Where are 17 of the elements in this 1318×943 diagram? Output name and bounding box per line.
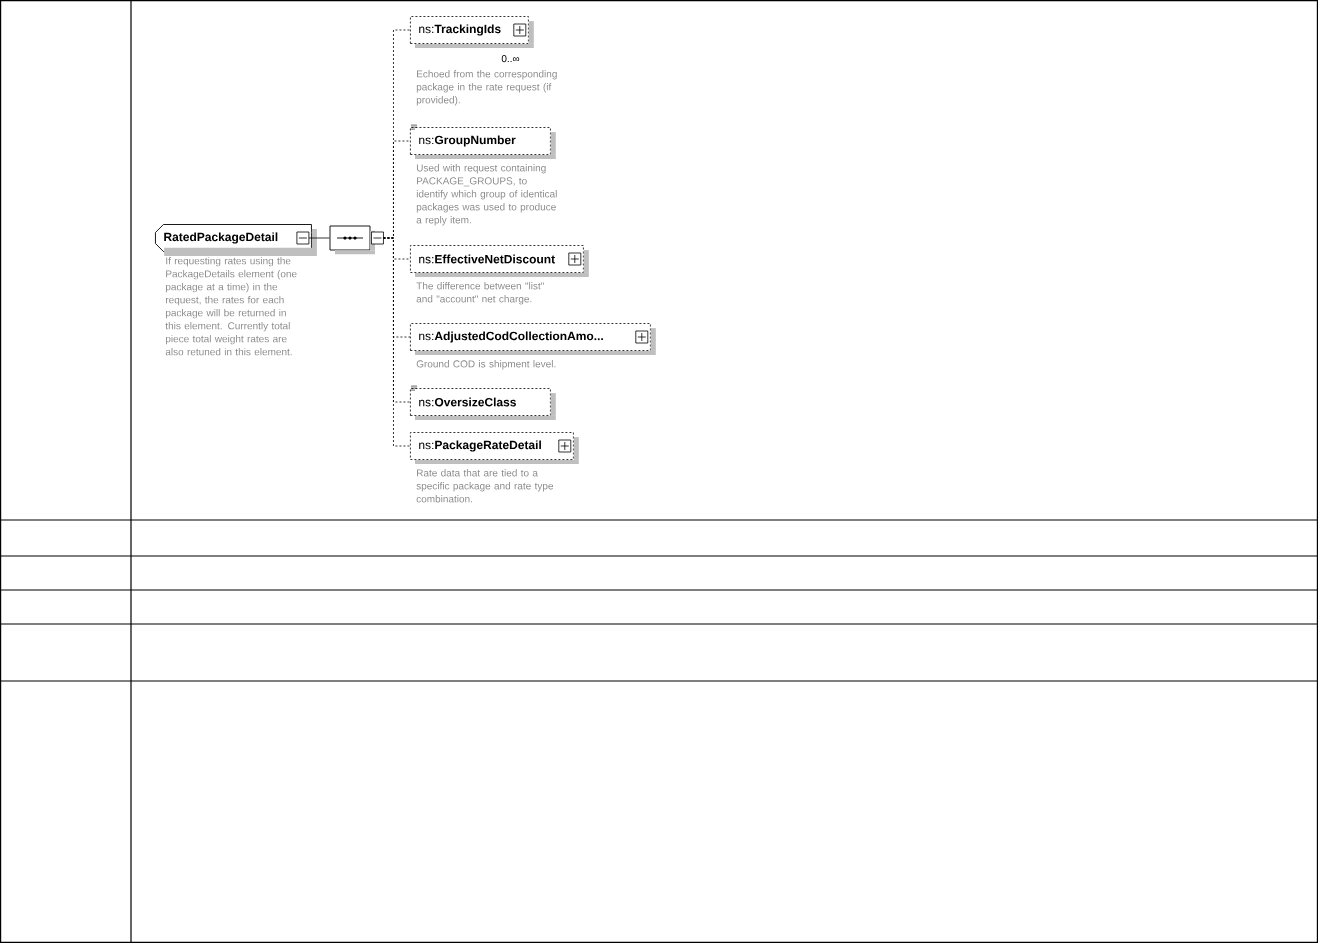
description-text: Ground COD is shipment level. [416,360,556,370]
description-text: The difference between "list" and "account" net charge. [416,282,544,305]
description-text: If requesting rates using the PackageDetails element (one package at a time) in the request, the rates for each package will be returned in this element. Currently total piece total weight rates are also retuned in this element. [165,257,297,356]
sequence-octagon [329,225,384,255]
element-box: ns:AdjustedCodCollectionAmo... [410,323,656,355]
description-text: Echoed from the corresponding package in the rate request (if provided). [416,70,557,106]
description-text: Rate data that are tied to a specific package and rate type combination. [416,469,554,503]
element-box: ns:GroupNumber [410,124,556,159]
element-box: ns:OversizeClass [410,385,556,420]
connector [308,237,330,239]
element-box: RatedPackageDetail [155,224,317,256]
cardinality-label: 0..∞ [501,55,520,63]
element-box: ns:EffectiveNetDiscount [410,245,589,277]
connector [383,237,411,447]
description-text: Used with request containing PACKAGE_GROUPS, to identify which group of identical packages was used to produce a reply item. [416,164,557,226]
element-box: ns:TrackingIds [410,16,534,48]
element-box: ns:PackageRateDetail [410,432,579,464]
